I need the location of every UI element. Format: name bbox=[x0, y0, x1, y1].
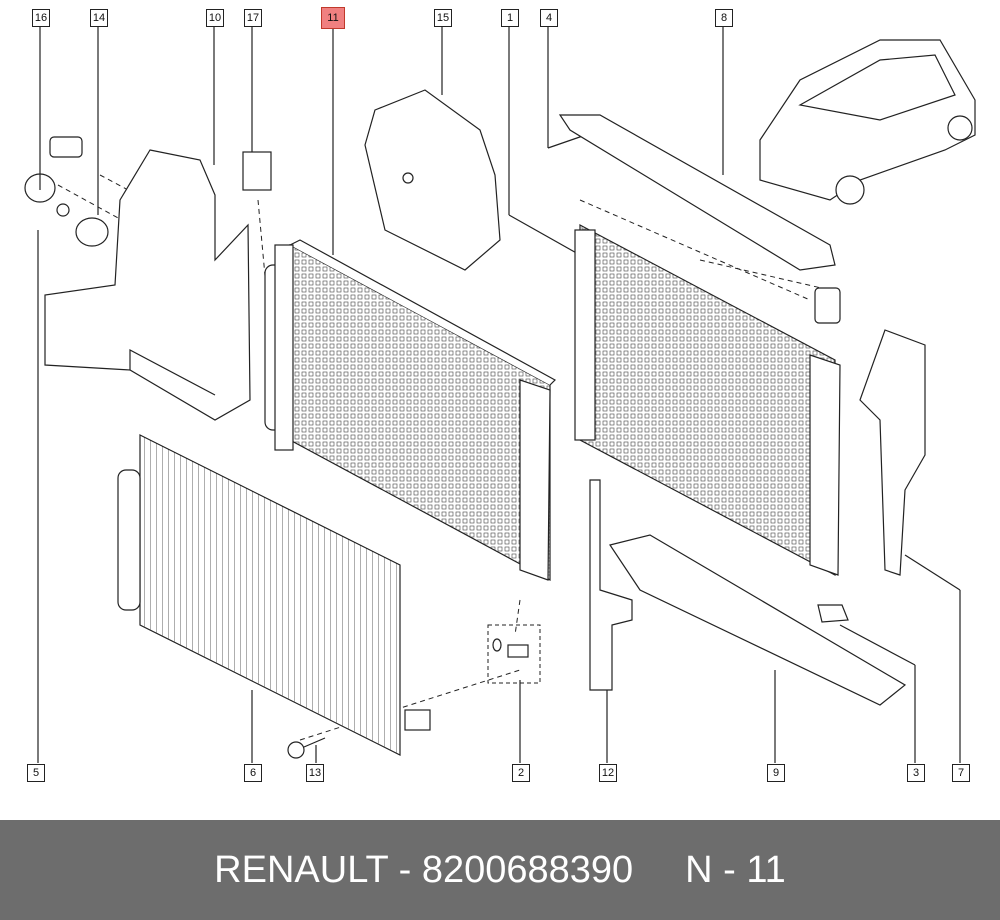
callout-5: 5 bbox=[27, 764, 45, 782]
part-info-footer: RENAULT - 8200688390 N - 11 bbox=[0, 820, 1000, 920]
callout-6: 6 bbox=[244, 764, 262, 782]
callout-4: 4 bbox=[540, 9, 558, 27]
callout-10: 10 bbox=[206, 9, 224, 27]
callout-14: 14 bbox=[90, 9, 108, 27]
brand-part-line: RENAULT - 8200688390 bbox=[214, 849, 633, 892]
callout-8: 8 bbox=[715, 9, 733, 27]
callout-2: 2 bbox=[512, 764, 530, 782]
callout-3: 3 bbox=[907, 764, 925, 782]
callout-1: 1 bbox=[501, 9, 519, 27]
callout-15: 15 bbox=[434, 9, 452, 27]
callout-7: 7 bbox=[952, 764, 970, 782]
callout-11-highlighted: 11 bbox=[321, 7, 345, 29]
callout-9: 9 bbox=[767, 764, 785, 782]
callout-12: 12 bbox=[599, 764, 617, 782]
callout-13: 13 bbox=[306, 764, 324, 782]
part-number: 8200688390 bbox=[421, 848, 634, 891]
brand-name: RENAULT bbox=[214, 848, 389, 891]
brand-separator: - bbox=[388, 848, 422, 891]
parts-diagram: 16 14 10 17 11 15 1 4 8 5 6 13 2 12 9 3 … bbox=[24, 7, 976, 782]
callout-16: 16 bbox=[32, 9, 50, 27]
exploded-view-drawing bbox=[24, 26, 976, 763]
callout-17: 17 bbox=[244, 9, 262, 27]
diagram-reference: N - 11 bbox=[685, 848, 786, 891]
